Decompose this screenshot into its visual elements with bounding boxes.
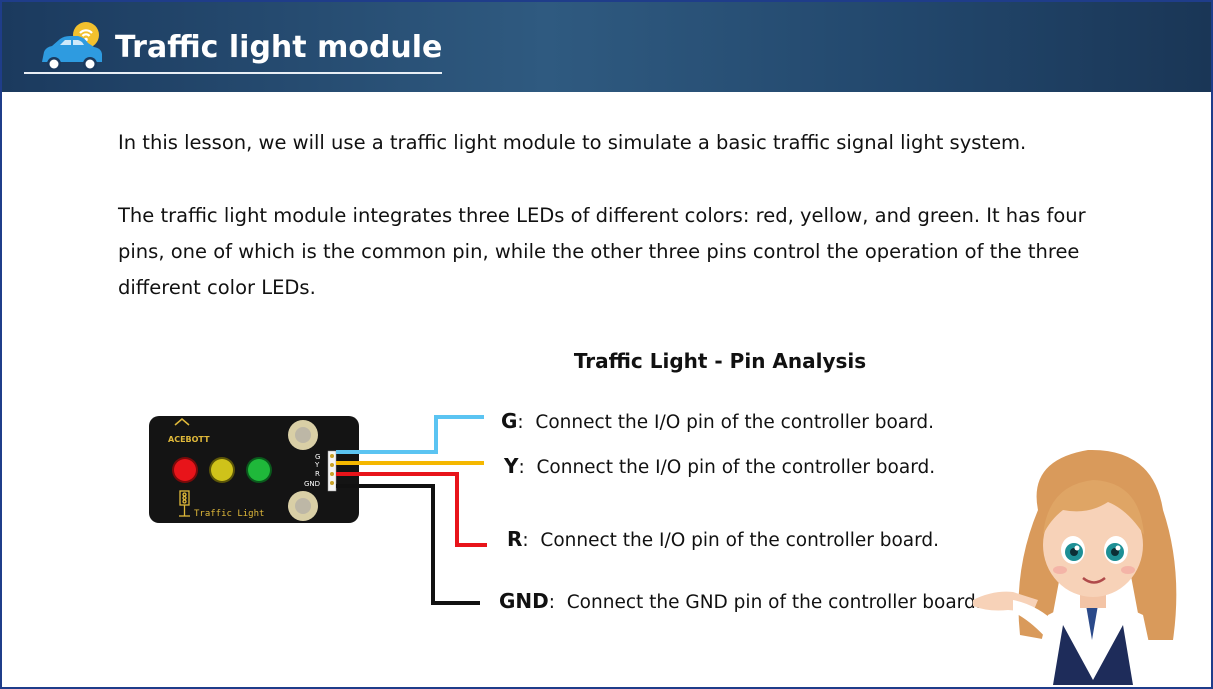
pin-row-g: G: Connect the I/O pin of the controller… bbox=[501, 409, 934, 433]
green-led-lens bbox=[248, 459, 270, 481]
description-paragraph: The traffic light module integrates thre… bbox=[118, 204, 1086, 299]
pin-row-y: Y: Connect the I/O pin of the controller… bbox=[504, 454, 935, 478]
pin-name-g: G bbox=[501, 409, 518, 433]
diagram-title: Traffic Light - Pin Analysis bbox=[573, 349, 867, 373]
pin-header bbox=[327, 450, 337, 492]
intro-paragraph: In this lesson, we will use a traffic li… bbox=[118, 131, 1027, 154]
module-brand: ACEBOTT bbox=[168, 435, 210, 444]
wire-r bbox=[336, 472, 487, 547]
yellow-led-lens bbox=[211, 459, 233, 481]
car-wifi-icon bbox=[42, 22, 102, 71]
wire-g bbox=[336, 415, 484, 454]
pin-desc-gnd: Connect the GND pin of the controller bo… bbox=[566, 592, 982, 613]
module-pin-label-gnd: GND bbox=[304, 480, 320, 488]
pin-separator-gnd: : bbox=[548, 592, 555, 613]
wire-gnd bbox=[336, 484, 480, 605]
teacher-girl-illustration bbox=[973, 449, 1177, 685]
slide-header: Traffic light module bbox=[2, 2, 1211, 92]
module-label: Traffic Light bbox=[194, 509, 264, 519]
page-title: Traffic light module bbox=[115, 30, 443, 65]
pin-row-gnd: GND: Connect the GND pin of the controll… bbox=[499, 589, 982, 613]
module-graphic: ACEBOTT Traffic Light G Y R GND bbox=[168, 418, 337, 521]
title-underline bbox=[24, 72, 442, 74]
acebott-logo-icon bbox=[174, 418, 190, 426]
pin-desc-r: Connect the I/O pin of the controller bo… bbox=[540, 530, 940, 551]
pin-name-gnd: GND bbox=[499, 589, 549, 613]
pin-desc-g: Connect the I/O pin of the controller bo… bbox=[535, 412, 935, 433]
pin-name-r: R bbox=[507, 527, 523, 551]
traffic-light-icon bbox=[179, 490, 190, 517]
module-pin-label-y: Y bbox=[314, 461, 320, 469]
traffic-light-module: ACEBOTT Traffic Light G Y R GND bbox=[149, 416, 359, 523]
pin-row-r: R: Connect the I/O pin of the controller… bbox=[507, 527, 939, 551]
module-pin-label-g: G bbox=[315, 453, 320, 461]
pin-separator-g: : bbox=[517, 412, 524, 433]
pin-desc-y: Connect the I/O pin of the controller bo… bbox=[536, 457, 936, 478]
pin-separator-r: : bbox=[522, 530, 529, 551]
pin-name-y: Y bbox=[504, 454, 519, 478]
red-led-lens bbox=[174, 459, 196, 481]
pin-separator-y: : bbox=[518, 457, 525, 478]
module-pin-label-r: R bbox=[315, 470, 320, 478]
